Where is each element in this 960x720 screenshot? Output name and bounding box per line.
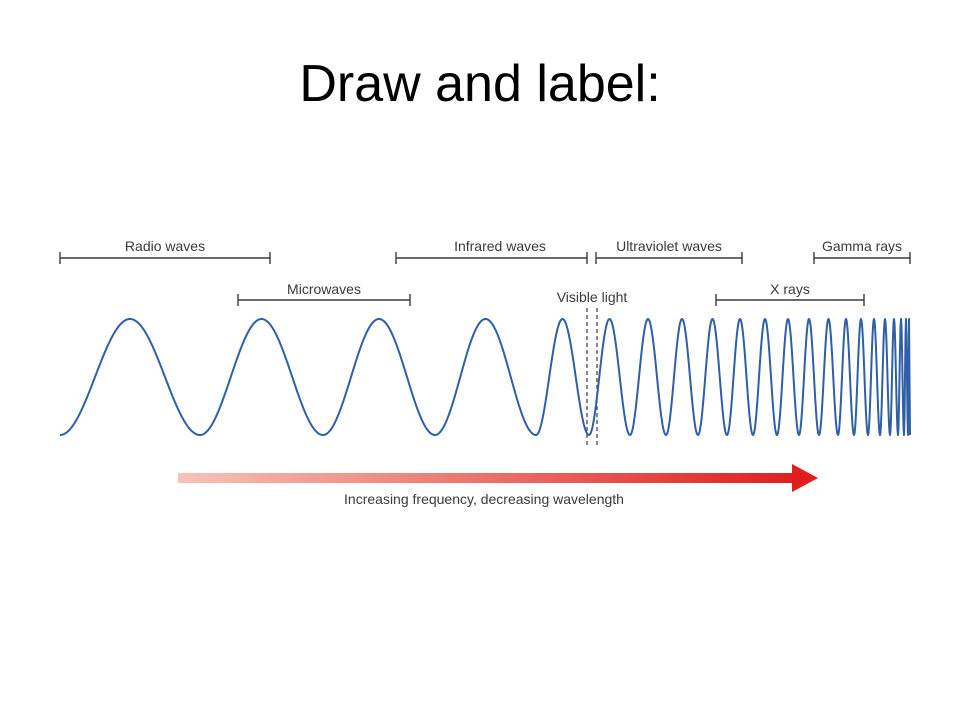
arrow-shaft (178, 473, 794, 483)
bracket-xrays (715, 294, 865, 306)
label-infrared: Infrared waves (454, 238, 546, 254)
arrow-caption: Increasing frequency, decreasing wavelen… (344, 491, 624, 507)
bracket-gamma (813, 252, 911, 264)
band-radio: Radio waves (59, 238, 271, 264)
em-wave (59, 318, 911, 436)
band-gamma: Gamma rays (813, 238, 911, 264)
label-microwaves: Microwaves (287, 281, 361, 297)
slide-title: Draw and label: (299, 55, 661, 113)
band-microwaves: Microwaves (237, 281, 411, 306)
label-visible: Visible light (557, 289, 628, 305)
label-ultraviolet: Ultraviolet waves (616, 238, 722, 254)
bracket-radio (59, 252, 271, 264)
frequency-arrow (178, 464, 818, 492)
band-infrared: Infrared waves (395, 238, 588, 264)
band-ultraviolet: Ultraviolet waves (595, 238, 743, 264)
band-visible: Visible light (557, 289, 628, 446)
bracket-microwaves (237, 294, 411, 306)
label-gamma: Gamma rays (822, 238, 902, 254)
bracket-ultraviolet (595, 252, 743, 264)
arrow-head (792, 464, 818, 492)
band-xrays: X rays (715, 281, 865, 306)
label-radio: Radio waves (125, 238, 205, 254)
bracket-infrared (395, 252, 588, 264)
label-xrays: X rays (770, 281, 810, 297)
